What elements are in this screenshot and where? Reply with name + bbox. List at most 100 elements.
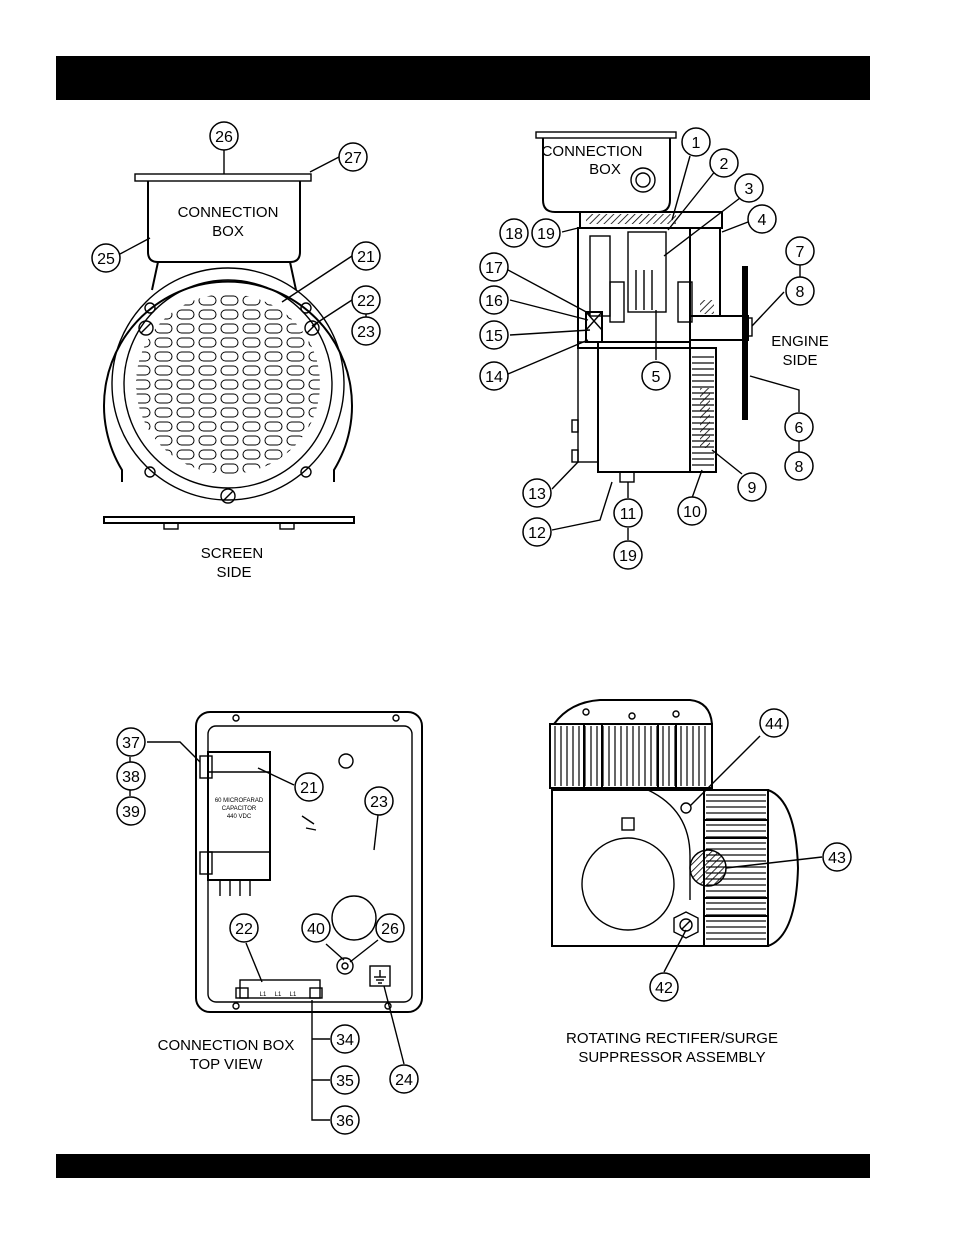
svg-text:37: 37 [122,735,140,752]
callout-3: 3 [735,174,763,202]
callout-23-screen: 23 [352,317,380,345]
callout-21-screen: 21 [352,242,380,270]
screen-side-caption-1: SCREEN [201,545,264,562]
svg-text:39: 39 [122,804,140,821]
svg-text:22: 22 [235,921,253,938]
callout-1: 1 [682,128,710,156]
callout-26-box: 26 [376,914,404,942]
svg-text:15: 15 [485,328,503,345]
svg-text:11: 11 [620,506,637,523]
terminal-l1-c: L1 [290,992,297,998]
callout-12: 12 [523,518,551,546]
svg-text:19: 19 [619,548,637,565]
svg-text:21: 21 [357,249,375,266]
callout-15: 15 [480,321,508,349]
svg-text:44: 44 [765,716,783,733]
callout-27: 27 [339,143,367,171]
rectifier-view: ROTATING RECTIFER/SURGE SUPPRESSOR ASSEM… [550,700,798,1066]
connection-box-top-view: 60 MICROFARAD CAPACITOR 440 VDC L1 L1 L1… [158,712,422,1073]
svg-text:4: 4 [758,212,767,229]
callout-11: 11 [614,499,642,527]
svg-text:36: 36 [336,1113,354,1130]
svg-text:38: 38 [122,769,140,786]
callout-6: 6 [785,413,813,441]
svg-text:16: 16 [485,293,503,310]
callout-8-bottom: 8 [785,452,813,480]
callout-38: 38 [117,762,145,790]
callout-24: 24 [390,1065,418,1093]
svg-text:8: 8 [795,459,804,476]
callout-18: 18 [500,219,528,247]
callouts: 26 27 25 21 22 23 1 2 3 4 18 19 7 8 17 1… [92,122,851,1134]
callout-7: 7 [786,237,814,265]
callout-35: 35 [331,1066,359,1094]
svg-text:21: 21 [300,780,318,797]
svg-text:3: 3 [745,181,754,198]
callout-8-top: 8 [786,277,814,305]
callout-9: 9 [738,473,766,501]
svg-text:17: 17 [485,260,503,277]
svg-text:9: 9 [748,480,757,497]
callout-4: 4 [748,205,776,233]
svg-text:40: 40 [307,921,325,938]
connection-box-caption-1: CONNECTION BOX [158,1037,295,1054]
svg-text:35: 35 [336,1073,354,1090]
svg-text:10: 10 [683,504,701,521]
callout-40: 40 [302,914,330,942]
svg-text:18: 18 [505,226,523,243]
svg-text:22: 22 [357,293,375,310]
svg-text:24: 24 [395,1072,413,1089]
svg-text:25: 25 [97,251,115,268]
callout-23-box: 23 [365,787,393,815]
callout-42: 42 [650,973,678,1001]
svg-text:27: 27 [344,150,362,167]
callout-36: 36 [331,1106,359,1134]
capacitor-text-3: 440 VDC [227,814,252,820]
callout-43: 43 [823,843,851,871]
capacitor-text-1: 60 MICROFARAD [215,798,264,804]
screen-box-label-1: CONNECTION [178,204,279,221]
svg-text:23: 23 [357,324,375,341]
svg-text:6: 6 [795,420,804,437]
callout-2: 2 [710,149,738,177]
svg-text:26: 26 [381,921,399,938]
callout-21-box: 21 [295,773,323,801]
svg-text:1: 1 [692,135,701,152]
callout-13: 13 [523,479,551,507]
svg-text:5: 5 [652,369,661,386]
svg-text:43: 43 [828,850,846,867]
terminal-l1-a: L1 [260,992,267,998]
engine-side-label-1: ENGINE [771,333,829,350]
callout-26-screen: 26 [210,122,238,150]
rectifier-caption-2: SUPPRESSOR ASSEMBLY [578,1049,765,1066]
callout-17: 17 [480,253,508,281]
callout-22-screen: 22 [352,286,380,314]
svg-text:42: 42 [655,980,673,997]
callout-44: 44 [760,709,788,737]
rectifier-caption-1: ROTATING RECTIFER/SURGE [566,1030,778,1047]
svg-text:34: 34 [336,1032,354,1049]
svg-text:2: 2 [720,156,729,173]
callout-14: 14 [480,362,508,390]
engine-box-label-1: CONNECTION [542,143,643,160]
engine-box-label-2: BOX [589,161,621,178]
callout-16: 16 [480,286,508,314]
callout-37: 37 [117,728,145,756]
engine-side-label-2: SIDE [782,352,817,369]
callout-22-box: 22 [230,914,258,942]
callout-34: 34 [331,1025,359,1053]
svg-text:13: 13 [528,486,546,503]
callout-10: 10 [678,497,706,525]
svg-text:19: 19 [537,226,555,243]
connection-box-caption-2: TOP VIEW [190,1056,264,1073]
callout-25: 25 [92,244,120,272]
screen-side-caption-2: SIDE [216,564,251,581]
svg-text:8: 8 [796,284,805,301]
svg-text:12: 12 [528,525,546,542]
callout-39: 39 [117,797,145,825]
terminal-l1-b: L1 [275,992,282,998]
capacitor-text-2: CAPACITOR [222,806,257,812]
svg-text:26: 26 [215,129,233,146]
svg-text:14: 14 [485,369,503,386]
